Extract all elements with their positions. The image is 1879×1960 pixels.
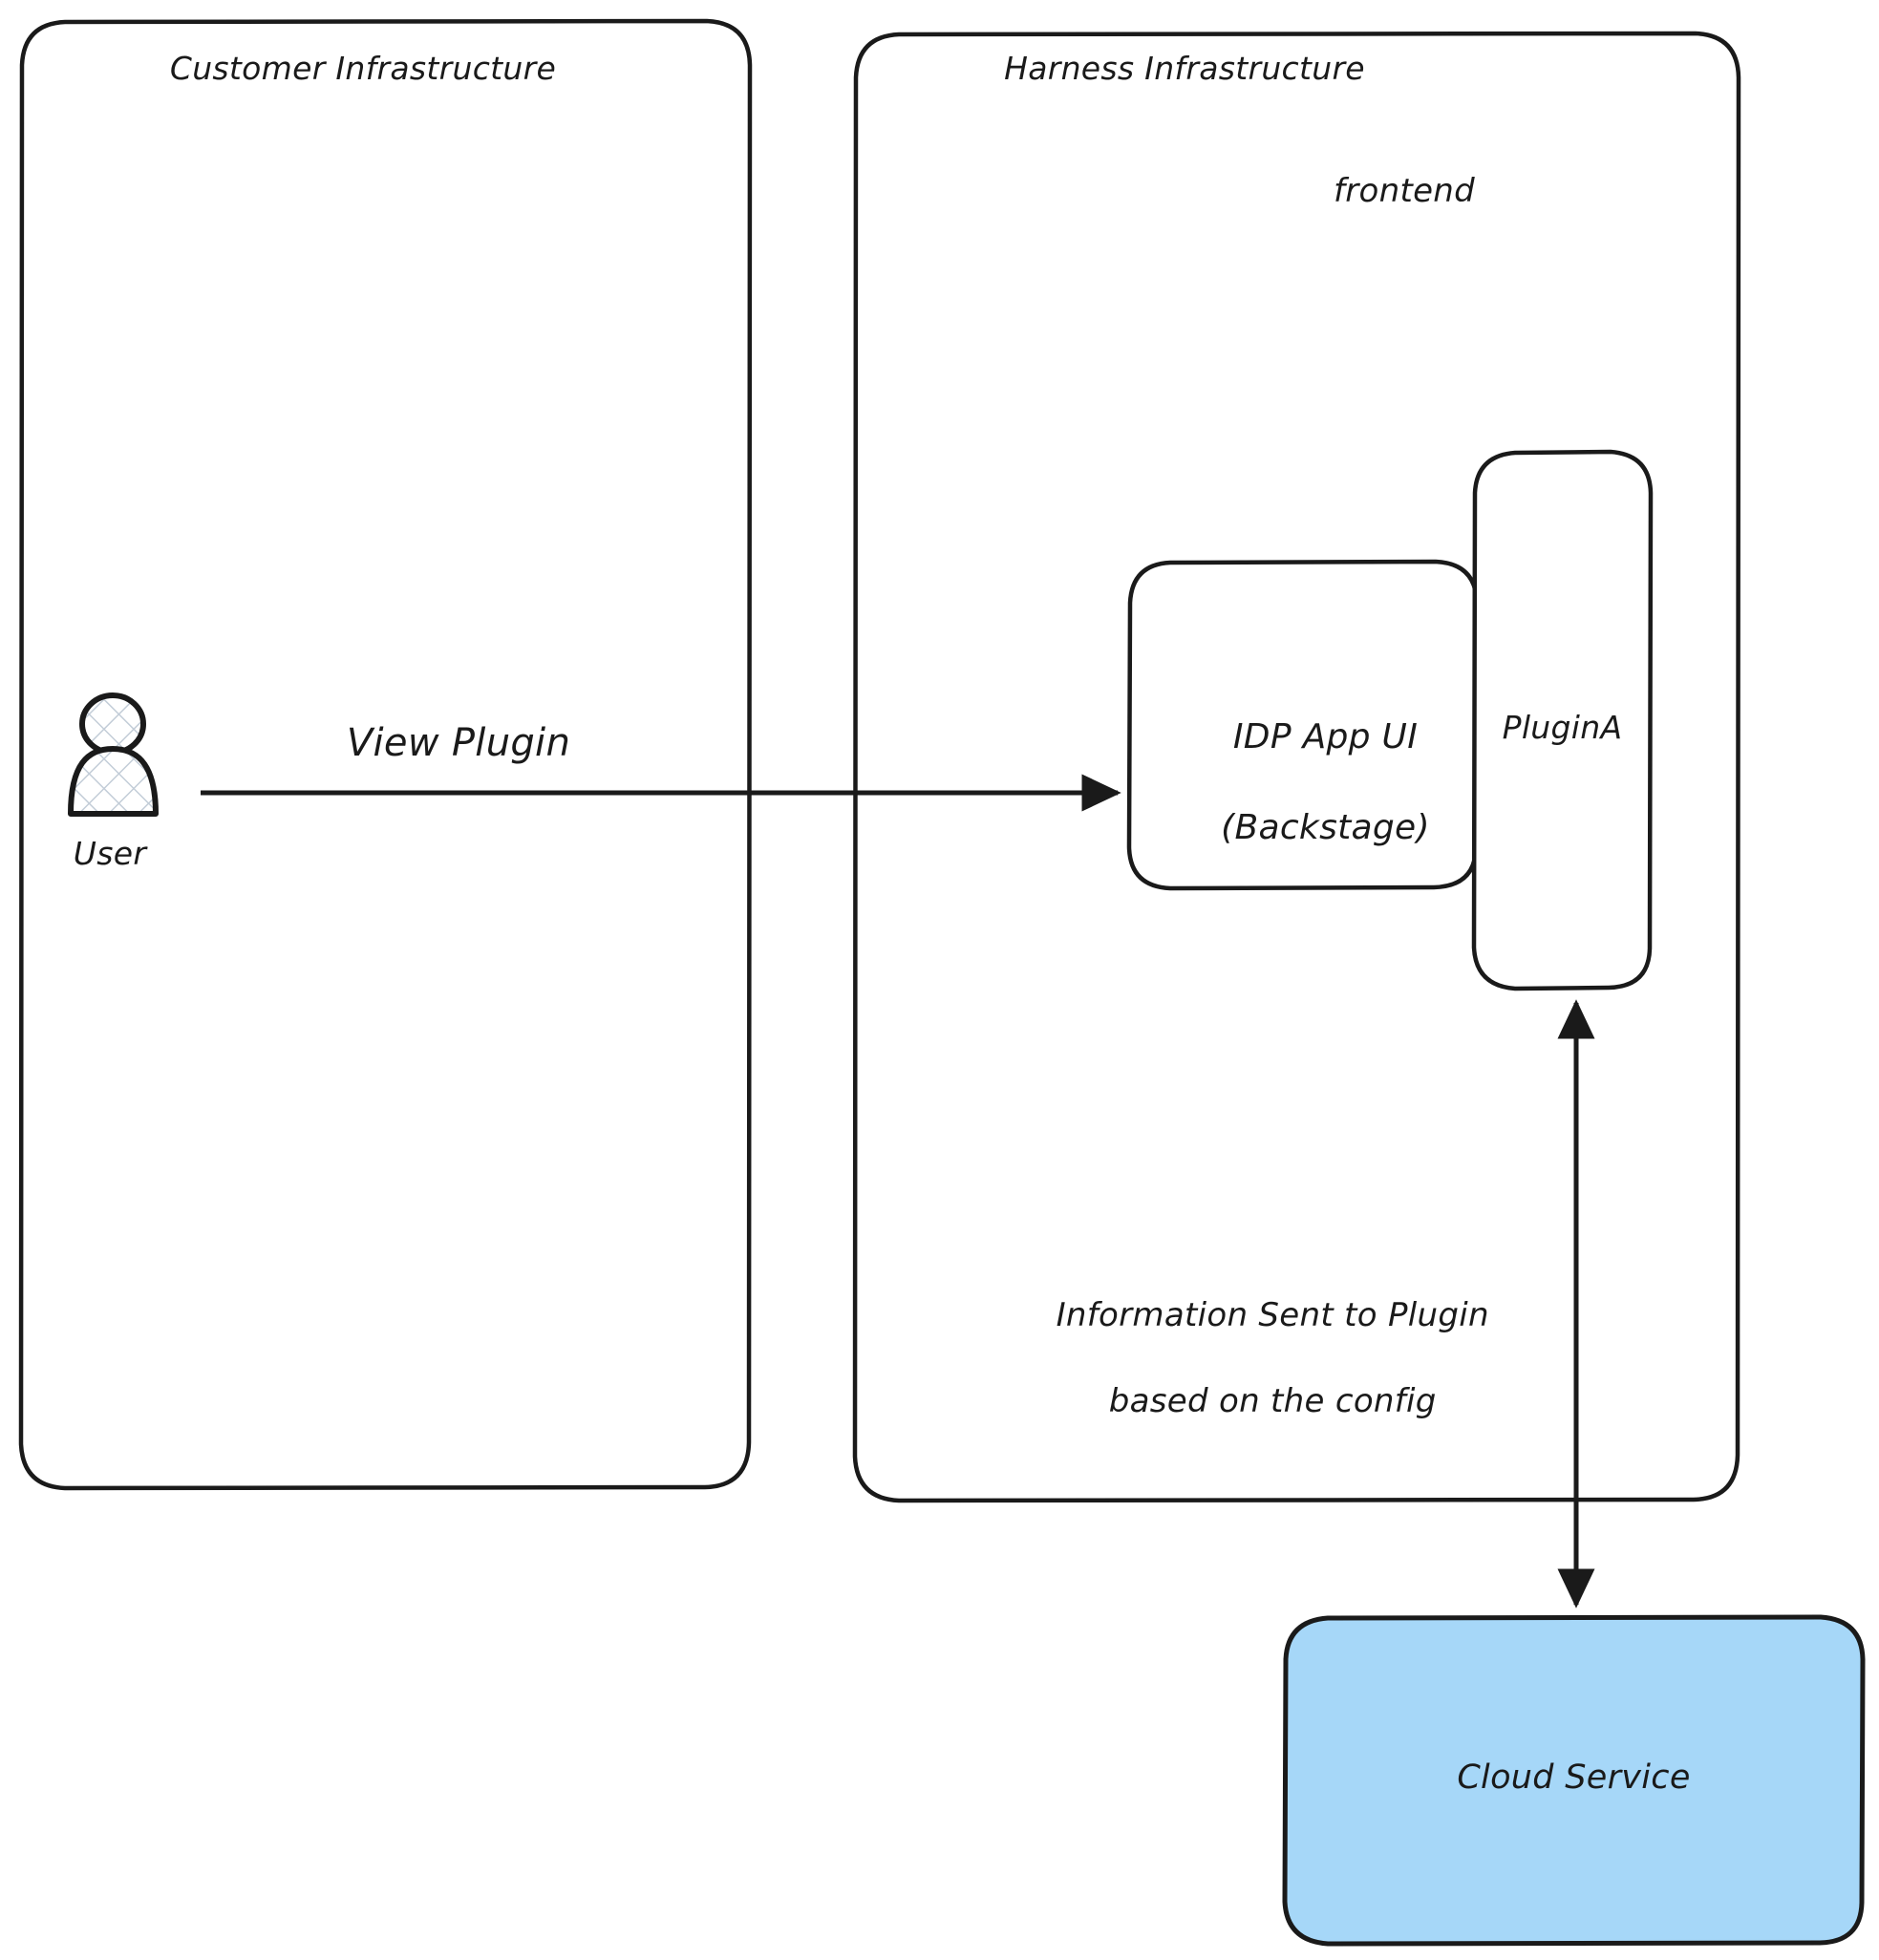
node-idp-app-ui[interactable] xyxy=(1126,559,1480,891)
edge-label-info-line1: Information Sent to Plugin xyxy=(1056,1295,1489,1334)
node-label-idp-line1: IDP App UI xyxy=(1232,716,1419,756)
edge-label-info-line2: based on the config xyxy=(1108,1381,1437,1420)
node-plugin-a[interactable] xyxy=(1471,449,1654,991)
node-cloud-service[interactable] xyxy=(1282,1614,1866,1947)
group-label-frontend: frontend xyxy=(1333,172,1476,210)
node-label-plugin-a: PluginA xyxy=(1502,709,1623,746)
container-customer-infrastructure xyxy=(18,18,753,1491)
container-label-harness-infrastructure: Harness Infrastructure xyxy=(1004,50,1365,87)
node-label-user: User xyxy=(73,835,147,872)
edge-label-information-sent: Information Sent to Plugin based on the … xyxy=(965,1251,1538,1465)
node-label-idp-app-ui: IDP App UI (Backstage) xyxy=(1129,669,1477,896)
edge-label-view-plugin: View Plugin xyxy=(346,721,571,765)
user-actor-icon xyxy=(68,692,159,817)
node-label-idp-line2: (Backstage) xyxy=(1221,807,1430,847)
node-label-cloud-service: Cloud Service xyxy=(1457,1758,1691,1797)
container-label-customer-infrastructure: Customer Infrastructure xyxy=(169,50,557,87)
